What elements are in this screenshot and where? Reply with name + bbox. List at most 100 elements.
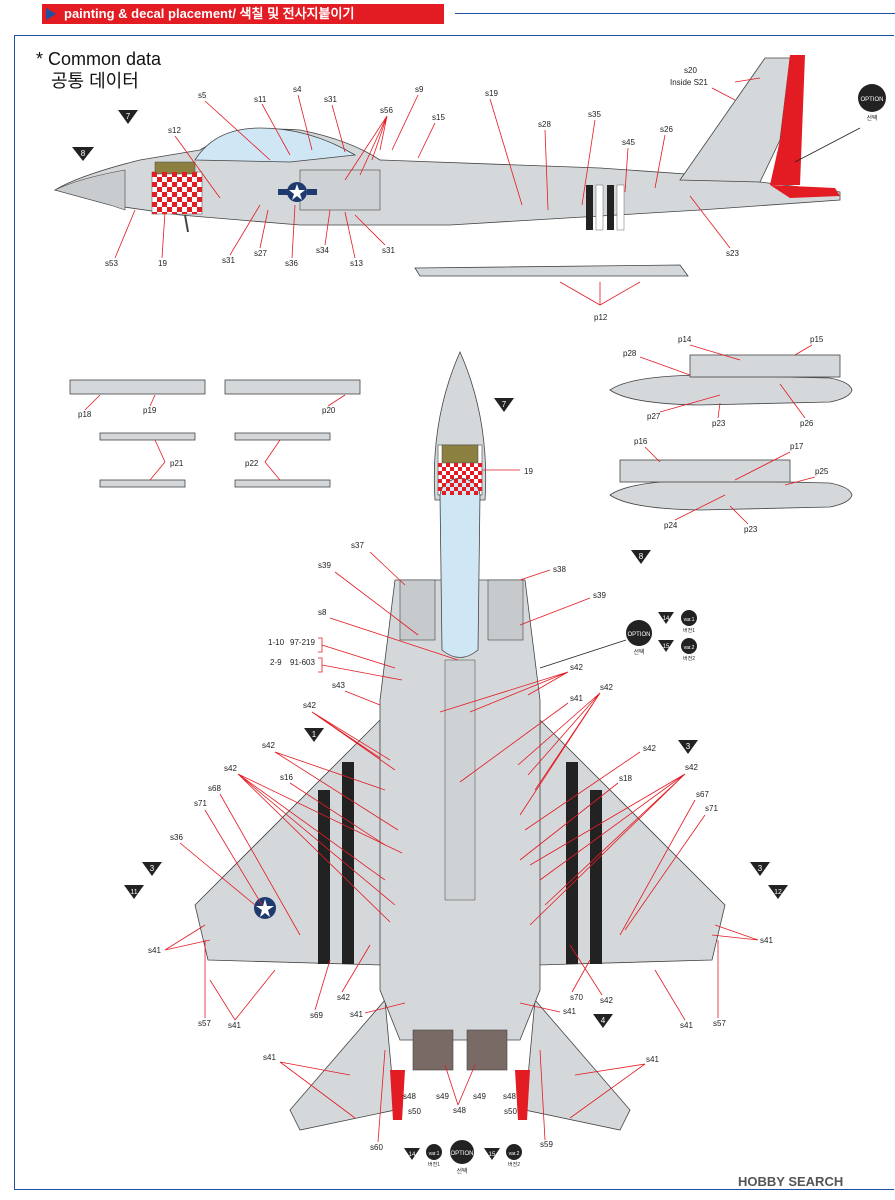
svg-text:p25: p25 [815,467,829,476]
svg-text:14: 14 [409,1152,416,1158]
svg-text:s42: s42 [224,764,237,773]
parts-right: p14 p15 p28 p27 p23 p26 p16 p17 p25 p24 … [609,335,853,534]
svg-text:s42: s42 [643,744,656,753]
svg-text:버전1: 버전1 [683,627,695,634]
svg-text:s48: s48 [453,1106,466,1115]
svg-text:s56: s56 [380,106,393,115]
svg-text:s41: s41 [760,936,773,945]
serial-note: 1-10 97-219 2-9 91-603 [268,637,403,681]
svg-text:11: 11 [130,889,137,896]
svg-text:버전1: 버전1 [428,1161,440,1168]
svg-text:p28: p28 [623,349,637,358]
svg-text:4: 4 [601,1016,606,1025]
svg-text:s49: s49 [473,1092,486,1101]
svg-text:OPTION: OPTION [860,97,883,103]
svg-text:p27: p27 [647,412,661,421]
svg-text:s4: s4 [293,85,302,94]
svg-text:3: 3 [686,742,691,751]
marker-12: 12 [768,885,788,899]
section-header: painting & decal placement/ 색칠 및 전사지붙이기 [42,4,444,24]
marker-7-top: 7 [494,398,514,412]
svg-text:s41: s41 [263,1053,276,1062]
page-frame [14,35,894,1190]
svg-text:s12: s12 [168,126,181,135]
watermark: HOBBY SEARCH [738,1174,844,1189]
svg-text:s31: s31 [222,256,235,265]
svg-text:선택: 선택 [633,648,644,656]
svg-text:OPTION: OPTION [627,632,650,638]
svg-text:s42: s42 [262,741,275,750]
svg-text:s45: s45 [622,138,635,147]
svg-text:s37: s37 [351,541,364,550]
header-divider [455,13,895,14]
marker-4: 4 [593,1014,613,1028]
marker-3-right-wing: 3 [678,740,698,754]
svg-text:p23: p23 [712,419,726,428]
svg-text:p14: p14 [678,335,692,344]
parts-left: p18 p19 p20 p21 p22 [69,379,361,488]
svg-text:p23: p23 [744,525,758,534]
svg-text:선택: 선택 [866,114,877,122]
svg-text:s41: s41 [646,1055,659,1064]
svg-text:2-9: 2-9 [270,658,282,667]
checker-pattern [152,172,202,214]
svg-text:s26: s26 [660,125,673,134]
svg-text:s42: s42 [337,993,350,1002]
svg-text:p24: p24 [664,521,678,530]
marker-8-top: 8 [631,550,651,564]
svg-text:버전2: 버전2 [683,655,695,662]
svg-text:14: 14 [663,616,670,622]
checker-pattern [438,463,482,495]
svg-text:s42: s42 [570,663,583,672]
svg-text:8: 8 [81,149,86,158]
svg-text:s42: s42 [303,701,316,710]
svg-text:s38: s38 [553,565,566,574]
svg-text:s15: s15 [432,113,445,122]
option-badge-top: OPTION 선택 [626,620,652,656]
common-data-title-ko: 공통 데이터 [51,71,139,91]
svg-text:s41: s41 [680,1021,693,1030]
svg-text:p12: p12 [594,313,608,322]
svg-text:s71: s71 [194,799,207,808]
svg-text:12: 12 [774,889,782,896]
svg-text:선택: 선택 [456,1167,467,1175]
marker-7-side: 7 [118,110,138,124]
svg-text:15: 15 [489,1152,496,1158]
svg-text:s20: s20 [684,66,697,75]
var-marker-15-top: 15 var.2 버전2 [658,638,697,662]
svg-text:p16: p16 [634,437,648,446]
svg-text:s48: s48 [503,1092,516,1101]
svg-text:s53: s53 [105,259,118,268]
svg-text:s70: s70 [570,993,583,1002]
var-marker-14-top: 14 var.1 버전1 [658,610,697,634]
svg-text:8: 8 [639,552,644,561]
svg-text:7: 7 [502,400,507,409]
svg-text:s41: s41 [228,1021,241,1030]
svg-text:s11: s11 [254,95,267,104]
svg-text:s23: s23 [726,249,739,258]
svg-text:s50: s50 [408,1107,421,1116]
svg-text:19: 19 [524,467,533,476]
marker-1: 1 [304,728,324,742]
svg-text:3: 3 [150,864,155,873]
svg-text:s43: s43 [332,681,345,690]
svg-text:1: 1 [312,730,317,739]
svg-text:s35: s35 [588,110,601,119]
svg-text:97-219: 97-219 [290,638,315,647]
svg-text:s39: s39 [593,591,606,600]
top-view-labels: 19 s37 s38 s39 s39 s8 s42 s41 s42 s43 s4… [148,467,773,1152]
svg-text:s36: s36 [285,259,298,268]
svg-text:s5: s5 [198,91,207,100]
svg-text:s41: s41 [148,946,161,955]
svg-text:버전2: 버전2 [508,1161,520,1168]
svg-text:91-603: 91-603 [290,658,315,667]
svg-text:s39: s39 [318,561,331,570]
header-arrow-icon [46,8,56,20]
bottom-option-row: 14 var.1 버전1 OPTION 선택 15 var.2 버전2 [404,1140,522,1175]
svg-text:s42: s42 [685,763,698,772]
side-view-aircraft [53,55,841,277]
side-view-labels: s20 Inside S21 s5 s11 s4 s31 s9 s56 s15 … [105,66,761,322]
svg-text:s41: s41 [570,694,583,703]
